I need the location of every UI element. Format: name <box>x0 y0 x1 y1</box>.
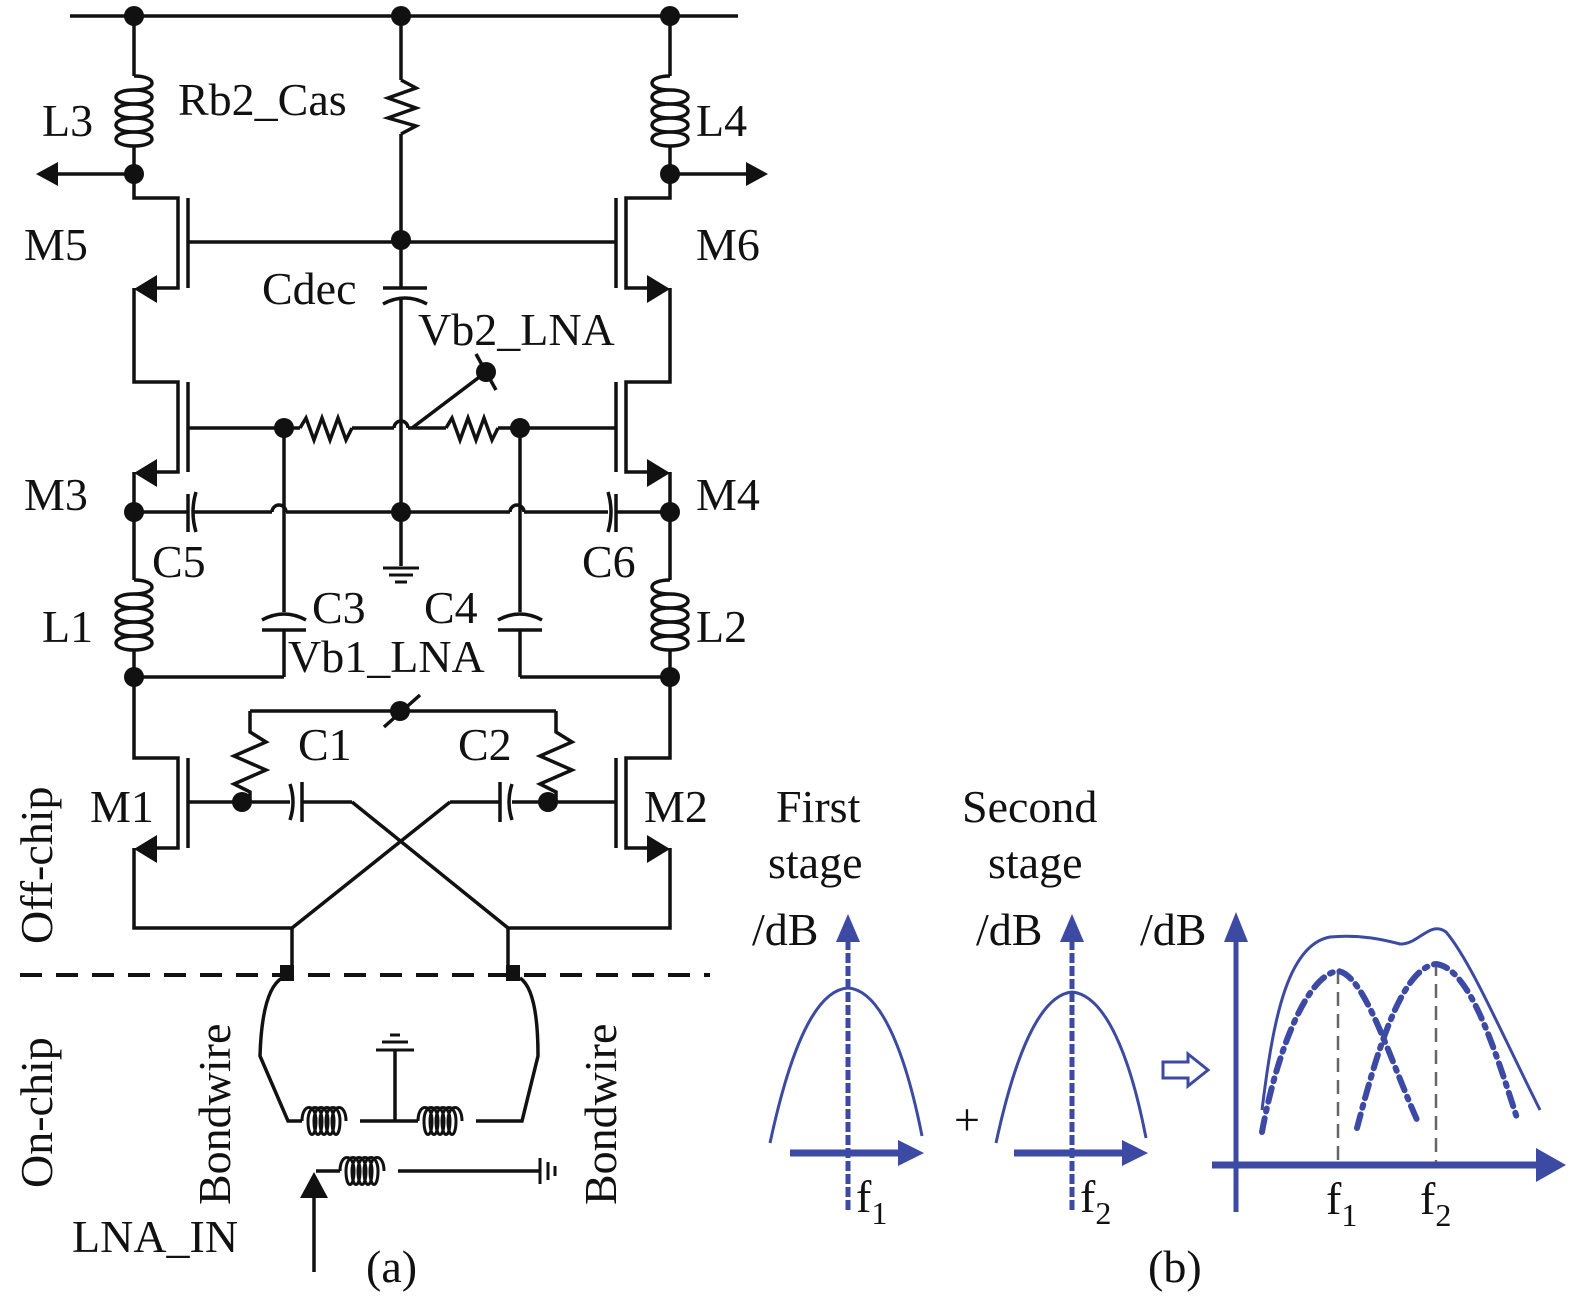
label-l4: L4 <box>696 95 747 146</box>
label-rb2-cas: Rb2_Cas <box>178 74 347 125</box>
bond-pad <box>280 965 294 981</box>
label-m3: M3 <box>24 469 88 520</box>
plot1-y-arrow <box>836 914 860 942</box>
capacitor-cdec <box>382 240 428 512</box>
label-c5: C5 <box>152 536 206 587</box>
plot2-title-line2: stage <box>988 837 1083 888</box>
transistor-m3 <box>132 336 190 512</box>
plot3-first-stage-curve <box>1259 967 1421 1135</box>
label-c6: C6 <box>582 536 636 587</box>
plot-second-stage: /dB f2 <box>976 904 1148 1231</box>
plot-first-stage: /dB f1 <box>752 904 924 1231</box>
transistor-m6 <box>614 174 672 336</box>
label-c3: C3 <box>312 582 366 633</box>
capacitor-c1 <box>188 782 352 822</box>
label-bondwire-right: Bondwire <box>575 1024 626 1205</box>
frequency-plots: First stage Second stage /dB f1 + /dB f2 <box>752 781 1566 1292</box>
cross-couple-wire <box>350 800 510 930</box>
plot2-gain-curve <box>994 990 1148 1144</box>
label-cdec: Cdec <box>262 263 357 314</box>
plot2-y-arrow <box>1060 914 1084 942</box>
plot3-x-arrow <box>1536 1148 1566 1182</box>
plot1-x-arrow <box>898 1140 924 1166</box>
label-m6: M6 <box>696 219 760 270</box>
label-m4: M4 <box>696 469 760 520</box>
plus-operator: + <box>954 1094 980 1145</box>
resistor-rb2-cas <box>382 16 422 238</box>
ground-symbol <box>383 512 419 584</box>
plot1-title-line2: stage <box>768 837 863 888</box>
bias-network-vb1 <box>229 693 577 802</box>
label-m1: M1 <box>90 781 154 832</box>
inductor-l1 <box>114 512 154 677</box>
caption-a: (a) <box>366 1241 417 1292</box>
label-c2: C2 <box>458 719 512 770</box>
plot2-x-arrow <box>1122 1140 1148 1166</box>
label-l3: L3 <box>42 95 93 146</box>
label-bondwire-left: Bondwire <box>189 1024 240 1205</box>
inductor-l2 <box>650 512 690 677</box>
capacitor-c5 <box>134 491 272 533</box>
bondwire-left <box>258 976 302 1123</box>
plot2-tick-f2: f2 <box>1080 1171 1111 1231</box>
label-c4: C4 <box>424 582 478 633</box>
capacitor-c2 <box>450 782 616 822</box>
transistor-m5 <box>132 174 190 336</box>
plot3-ylabel: /dB <box>1140 904 1206 955</box>
plot2-title-line1: Second <box>962 781 1097 832</box>
label-off-chip: Off-chip <box>11 786 62 944</box>
schematic: L3 Rb2_Cas L4 M5 M6 Cdec Vb2_LNA M3 M4 C… <box>11 6 768 1292</box>
plot3-second-stage-curve <box>1354 960 1520 1131</box>
capacitor-c3 <box>261 428 307 677</box>
label-lna-in: LNA_IN <box>72 1211 238 1262</box>
plot3-tick-f1: f1 <box>1326 1173 1357 1233</box>
plot3-combined-curve <box>1260 927 1542 1111</box>
label-vb2-lna: Vb2_LNA <box>418 304 615 355</box>
label-m5: M5 <box>24 219 88 270</box>
bondwire-right <box>490 976 540 1123</box>
balun-transformer <box>300 1033 557 1186</box>
result-arrow-icon <box>1161 1050 1211 1090</box>
label-l1: L1 <box>42 601 93 652</box>
plot1-title-line1: First <box>776 781 861 832</box>
plot3-y-arrow <box>1224 912 1248 942</box>
inductor-l3 <box>114 16 154 174</box>
inductor-l4 <box>650 16 690 174</box>
label-l2: L2 <box>696 601 747 652</box>
transistor-m1 <box>132 677 292 930</box>
plot-combined: /dB f1 f2 <box>1140 904 1566 1233</box>
plot3-tick-f2: f2 <box>1420 1173 1451 1233</box>
caption-b: (b) <box>1148 1241 1202 1292</box>
capacitor-c4 <box>497 428 543 677</box>
capacitor-c6 <box>524 491 670 533</box>
cross-couple-wire <box>290 800 452 930</box>
plot1-tick-f1: f1 <box>856 1171 887 1231</box>
label-c1: C1 <box>298 719 352 770</box>
transistor-m4 <box>614 336 672 512</box>
plot1-gain-curve <box>768 986 924 1144</box>
label-m2: M2 <box>644 781 708 832</box>
bond-pad <box>506 965 520 981</box>
label-on-chip: On-chip <box>11 1037 62 1188</box>
label-vb1-lna: Vb1_LNA <box>288 631 485 682</box>
plot1-ylabel: /dB <box>752 904 818 955</box>
plot2-ylabel: /dB <box>976 904 1042 955</box>
